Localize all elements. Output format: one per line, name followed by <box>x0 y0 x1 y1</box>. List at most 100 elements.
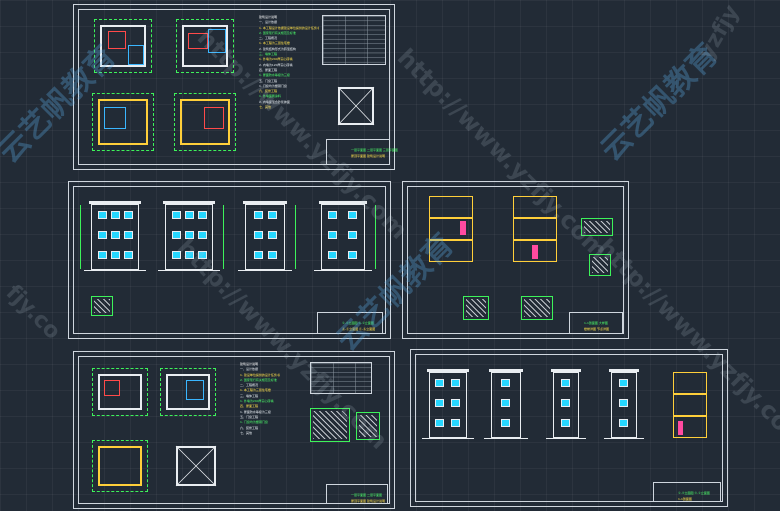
window <box>451 399 460 407</box>
window <box>268 231 277 239</box>
elevation-ground-line <box>546 437 586 439</box>
window <box>435 399 444 407</box>
dimension-lines <box>160 368 216 416</box>
window <box>561 399 570 407</box>
section-1[interactable] <box>429 196 473 262</box>
title-block[interactable]: 一层平面图 二层平面图 三层平面图 屋顶平面图 建筑设计说明 <box>326 139 398 165</box>
elevation-ground-line <box>314 269 372 271</box>
detail-hatch <box>359 415 377 437</box>
title-block-sheet-names: 1-1剖面图 大样图 <box>584 321 608 325</box>
window <box>451 379 460 387</box>
title-block-drawing-name: Ⓐ-Ⓒ立面图 Ⓒ-Ⓐ立面图 <box>342 327 376 331</box>
plan-walls <box>98 99 148 145</box>
elevation-roof-line <box>89 201 141 204</box>
detail-hatch <box>94 299 110 313</box>
section-2[interactable] <box>513 196 557 262</box>
title-block-sheet-names: ①-④立面图 ④-①立面图 <box>678 491 710 495</box>
floor-plan-3[interactable] <box>92 440 148 492</box>
sheet-sections-details[interactable]: 1-1剖面图 大样图 楼梯详图 节点详图 <box>402 181 629 339</box>
notes-title: 建筑设计说明 <box>240 362 259 366</box>
elevation-left[interactable] <box>546 369 586 439</box>
title-block[interactable]: 一层平面图 二层平面图 屋顶平面图 建筑设计说明 <box>326 484 388 504</box>
sheet-floor-plans-notes-2[interactable]: 建筑设计说明 一、设计依据 1. 建设单位提供的设计任务书 2. 国家现行有关规… <box>73 351 395 509</box>
floor-slab <box>514 239 556 241</box>
detail-drawing[interactable] <box>310 408 350 442</box>
window <box>254 211 263 219</box>
window <box>254 251 263 259</box>
window <box>501 379 510 387</box>
detail-drawing[interactable] <box>91 296 113 316</box>
design-notes[interactable]: 建筑设计说明 一、设计依据 1. 本工程设计依据建设单位提供的设计任务书 2. … <box>259 15 319 133</box>
window <box>172 211 181 219</box>
detail-drawing[interactable] <box>581 218 613 236</box>
title-block-drawing-name: 屋顶平面图 建筑设计说明 <box>351 154 385 158</box>
notes-line: 二、工程概况 <box>259 36 278 41</box>
window <box>98 211 107 219</box>
title-block[interactable]: 1-1剖面图 大样图 楼梯详图 节点详图 <box>569 312 623 334</box>
window <box>348 231 357 239</box>
elevation-back[interactable] <box>484 369 528 439</box>
floor-slab <box>674 415 706 417</box>
notes-line: 1. 外墙为240厚实心砖墙 <box>240 399 274 404</box>
elevation-right[interactable] <box>314 201 376 271</box>
detail-drawing[interactable] <box>356 412 380 440</box>
notes-line: 五、门窗工程 <box>240 414 259 419</box>
window <box>268 251 277 259</box>
roof-ridge-lines <box>337 86 375 126</box>
detail-drawing[interactable] <box>463 296 489 320</box>
window <box>198 231 207 239</box>
notes-line: 2. 内墙为120厚实心砖墙 <box>259 62 293 67</box>
detail-drawing[interactable] <box>589 254 611 276</box>
elevation-right[interactable] <box>604 369 644 439</box>
elevation-front[interactable] <box>80 201 146 271</box>
title-block-sheet-names: ①-④立面图 ④-①立面图 <box>342 321 374 325</box>
door-window-schedule-table[interactable] <box>310 362 372 394</box>
detail-hatch <box>592 257 608 273</box>
elevation-back[interactable] <box>158 201 224 271</box>
section-1[interactable] <box>673 372 707 438</box>
detail-drawing[interactable] <box>521 296 553 320</box>
notes-line: 一、设计依据 <box>259 20 278 25</box>
plan-room <box>188 33 208 49</box>
roof-plan[interactable] <box>170 440 222 492</box>
notes-line: 一、设计依据 <box>240 367 259 372</box>
notes-line: 2. 内墙面混合砂浆抹面 <box>259 99 290 104</box>
elevation-left[interactable] <box>238 201 296 271</box>
sheet-elevations-2[interactable]: ①-④立面图 ④-①立面图 1-1剖面图 <box>410 349 728 507</box>
window <box>185 251 194 259</box>
floor-plan-1[interactable] <box>94 19 152 73</box>
detail-hatch <box>584 221 610 233</box>
title-block[interactable]: ①-④立面图 ④-①立面图 1-1剖面图 <box>653 482 721 502</box>
notes-line: 1. 屋面防水等级为三级 <box>240 409 271 414</box>
window <box>501 399 510 407</box>
roof-ridge-lines <box>175 445 217 487</box>
floor-plan-3[interactable] <box>92 93 154 151</box>
floor-plan-1[interactable] <box>92 368 148 416</box>
notes-line: 四、屋面工程 <box>259 67 278 72</box>
sheet-floor-plans-notes[interactable]: 建筑设计说明 一、设计依据 1. 本工程设计依据建设单位提供的设计任务书 2. … <box>73 4 398 170</box>
elevation-roof-line <box>489 369 523 372</box>
notes-line: 1. 外墙为240厚实心砖墙 <box>259 57 293 62</box>
title-block-drawing-name: 屋顶平面图 建筑设计说明 <box>351 499 385 503</box>
design-notes[interactable]: 建筑设计说明 一、设计依据 1. 建设单位提供的设计任务书 2. 国家现行有关规… <box>240 362 304 490</box>
elevation-ground-line <box>484 437 528 439</box>
roof-plan[interactable] <box>332 81 380 131</box>
notes-line: 2. 国家现行有关规范及标准 <box>259 30 296 35</box>
notes-line: 1. 门窗均为塑钢门窗 <box>240 420 268 425</box>
notes-line: 1. 本工程设计依据建设单位提供的设计任务书 <box>259 25 319 30</box>
title-block[interactable]: ①-④立面图 ④-①立面图 Ⓐ-Ⓒ立面图 Ⓒ-Ⓐ立面图 <box>317 312 383 334</box>
notes-line: 七、其他 <box>240 430 253 435</box>
door-window-schedule-table[interactable] <box>322 15 386 65</box>
notes-line: 四、屋面工程 <box>240 404 259 409</box>
window <box>98 251 107 259</box>
elevation-roof-line <box>163 201 215 204</box>
floor-plan-2[interactable] <box>176 19 234 73</box>
window <box>172 231 181 239</box>
window <box>561 379 570 387</box>
plan-walls <box>180 99 230 145</box>
sheet-elevations[interactable]: ①-④立面图 ④-①立面图 Ⓐ-Ⓒ立面图 Ⓒ-Ⓐ立面图 <box>68 181 391 339</box>
floor-plan-2[interactable] <box>160 368 216 416</box>
window <box>111 211 120 219</box>
floor-plan-4[interactable] <box>174 93 236 151</box>
elevation-front[interactable] <box>422 369 474 439</box>
